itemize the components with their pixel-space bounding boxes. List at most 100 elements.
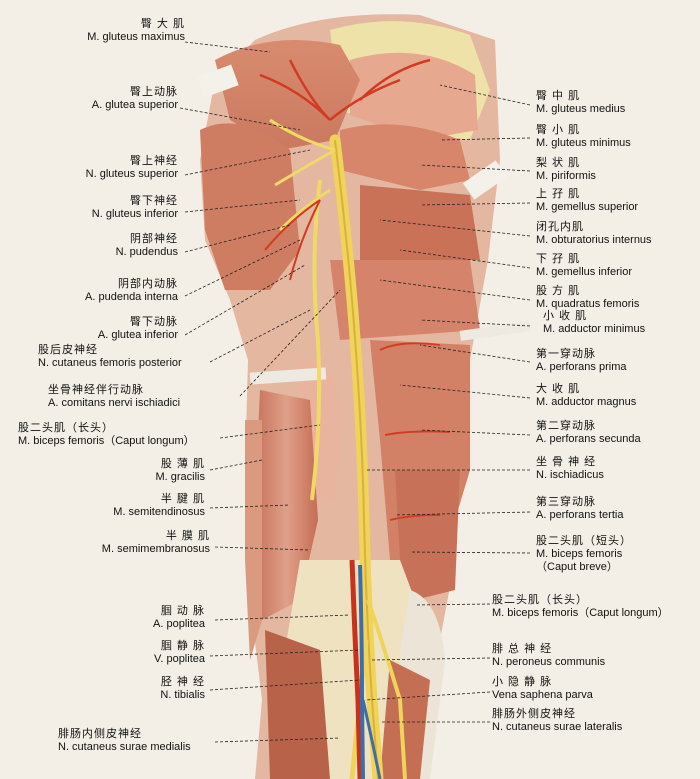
label-quadratus-femoris: 股 方 肌 M. quadratus femoris [536, 285, 639, 311]
piriformis-shape [340, 124, 470, 190]
label-zh: 坐 骨 神 经 [536, 456, 597, 468]
label-pudenda-interna: 阴部内动脉 A. pudenda interna [85, 278, 178, 304]
label-en: N. cutaneus surae medialis [58, 741, 191, 753]
label-en: Vena saphena parva [492, 689, 593, 701]
label-en: N. gluteus superior [85, 168, 178, 180]
label-cutaneus-surae-medialis: 腓肠内侧皮神经 N. cutaneus surae medialis [58, 728, 191, 754]
label-en: N. cutaneus femoris posterior [38, 357, 182, 369]
label-en: M. gracilis [155, 471, 205, 483]
label-adductor-magnus: 大 收 肌 M. adductor magnus [536, 383, 636, 409]
retractor-clip-3 [459, 321, 531, 341]
biceps-short-head-shape [395, 470, 460, 600]
popliteal-vein [358, 564, 365, 779]
label-zh: 阴部内动脉 [118, 278, 178, 290]
label-comitans-nervi-ischiadici: 坐骨神经伴行动脉 A. comitans nervi ischiadici [48, 384, 180, 410]
label-en: N. gluteus inferior [91, 208, 178, 220]
label-zh: 坐骨神经伴行动脉 [48, 384, 144, 396]
label-perforans-secunda: 第二穿动脉 A. perforans secunda [536, 420, 641, 446]
label-en: N. pudendus [115, 246, 178, 258]
label-zh: 小 隐 静 脉 [492, 676, 553, 688]
label-en: M. biceps femoris（Caput longum） [18, 435, 195, 447]
label-zh: 上 孖 肌 [536, 188, 581, 200]
label-en: A. glutea superior [91, 99, 178, 111]
label-semitendinosus: 半 腱 肌 M. semitendinosus [113, 493, 205, 519]
label-zh: 大 收 肌 [536, 383, 581, 395]
label-en: M. gluteus minimus [536, 137, 631, 149]
label-gemellus-inferior: 下 孖 肌 M. gemellus inferior [536, 253, 632, 279]
label-glutea-inferior-artery: 臀下动脉 A. glutea inferior [98, 316, 178, 342]
label-en: M. biceps femoris [536, 548, 623, 560]
label-ischiadicus: 坐 骨 神 经 N. ischiadicus [536, 456, 604, 482]
label-gluteus-maximus: 臀 大 肌 M. gluteus maximus [87, 18, 185, 44]
label-zh: 股二头肌（长头） [492, 594, 588, 606]
sciatic-nerve-shade [334, 139, 379, 779]
gastrocnemius-lateral [380, 660, 430, 779]
small-saphenous-vein [361, 699, 382, 779]
label-tibialis: 胫 神 经 N. tibialis [160, 676, 205, 702]
label-en: A. glutea inferior [97, 329, 178, 341]
label-gracilis: 股 薄 肌 M. gracilis [155, 458, 205, 484]
retractor-clip-2 [462, 160, 508, 200]
label-en: A. perforans tertia [536, 509, 624, 521]
label-zh: 半 膜 肌 [165, 530, 210, 542]
label-en: N. ischiadicus [536, 469, 604, 481]
label-zh: 第三穿动脉 [536, 496, 596, 508]
gluteus-maximus-shape [215, 40, 360, 150]
gluteus-medius-muscle [350, 52, 478, 140]
label-zh: 臀 大 肌 [140, 18, 185, 30]
label-zh: 腓肠内侧皮神经 [58, 728, 142, 740]
label-en: M. obturatorius internus [536, 234, 652, 246]
label-zh: 臀 中 肌 [536, 90, 581, 102]
quadratus-shape [330, 260, 480, 340]
label-zh: 股二头肌（短头） [536, 535, 632, 547]
label-cutaneus-surae-lateralis: 腓肠外侧皮神经 N. cutaneus surae lateralis [492, 708, 622, 734]
label-en: V. poplitea [154, 653, 205, 665]
inferior-gluteal-artery [264, 199, 321, 281]
label-en: M. semimembranosus [101, 543, 210, 555]
label-en: M. semitendinosus [113, 506, 205, 518]
label-zh: 第二穿动脉 [536, 420, 596, 432]
label-zh: 半 腱 肌 [160, 493, 205, 505]
posterior-femoral-cutaneous-nerve [310, 179, 322, 501]
popliteal-artery [349, 559, 363, 779]
label-en: N. peroneus communis [492, 656, 606, 668]
label-zh: 腓 总 神 经 [492, 643, 553, 655]
label-cutaneus-femoris-posterior: 股后皮神经 N. cutaneus femoris posterior [38, 344, 182, 370]
label-en: A. comitans nervi ischiadici [48, 397, 181, 409]
gastrocnemius-medial [265, 630, 330, 779]
label-obturatorius-internus: 闭孔内肌 M. obturatorius internus [536, 221, 652, 247]
label-zh: 股 薄 肌 [160, 458, 205, 470]
label-poplitea-vein: 腘 静 脉 V. poplitea [154, 640, 205, 666]
label-en: M. quadratus femoris [536, 298, 640, 310]
label-piriformis: 梨 状 肌 M. piriformis [536, 157, 596, 183]
gracilis-shape [245, 420, 262, 660]
perforating-arteries [379, 342, 451, 521]
label-saphena-parva: 小 隐 静 脉 Vena saphena parva [492, 676, 593, 702]
label-zh: 小 收 肌 [543, 310, 588, 322]
superior-gluteal-artery [259, 58, 431, 121]
label-en: M. gemellus inferior [536, 266, 632, 278]
label-zh: 臀上神经 [130, 155, 178, 167]
label-en: N. tibialis [160, 689, 205, 701]
gemelli-shape [360, 185, 480, 260]
label-biceps-caput-longum-right: 股二头肌（长头） M. biceps femoris（Caput longum） [492, 594, 669, 620]
label-zh: 腓肠外侧皮神经 [492, 708, 576, 720]
label-zh: 胫 神 经 [160, 676, 205, 688]
label-zh: 股 方 肌 [536, 285, 581, 297]
leader-lines-left [179, 41, 361, 743]
label-pudendus: 阴部神经 N. pudendus [116, 233, 178, 259]
label-biceps-caput-breve: 股二头肌（短头） M. biceps femoris （Caput breve） [536, 535, 632, 574]
label-en-2: （Caput breve） [536, 561, 618, 573]
label-en: M. gluteus medius [536, 103, 626, 115]
label-gluteus-medius: 臀 中 肌 M. gluteus medius [536, 90, 625, 116]
label-peroneus-communis: 腓 总 神 经 N. peroneus communis [492, 643, 605, 669]
label-en: M. adductor magnus [536, 396, 637, 408]
label-en: N. cutaneus surae lateralis [492, 721, 623, 733]
label-perforans-tertia: 第三穿动脉 A. perforans tertia [536, 496, 623, 522]
peroneal-nerve [366, 599, 407, 779]
label-zh: 股后皮神经 [38, 344, 98, 356]
label-biceps-caput-longum-left: 股二头肌（长头） M. biceps femoris（Caput longum） [18, 422, 195, 448]
label-glutea-superior-artery: 臀上动脉 A. glutea superior [92, 86, 178, 112]
